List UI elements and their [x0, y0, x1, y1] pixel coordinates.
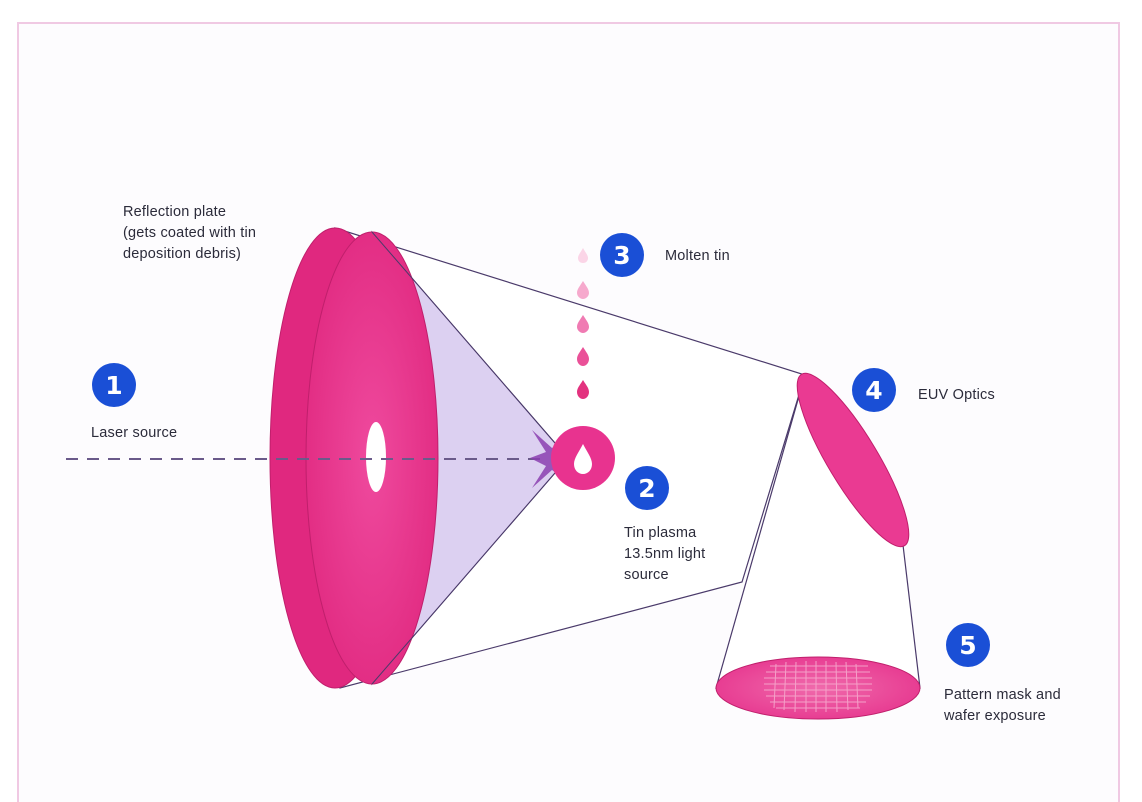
step-5-label: Pattern mask and wafer exposure [944, 687, 1061, 724]
step-1-label: Laser source [91, 425, 178, 441]
pattern-mask-grid [764, 661, 872, 713]
euv-lithography-diagram [66, 227, 921, 720]
tin-drop-in-plasma [574, 444, 592, 474]
step-3-badge: 3 [600, 233, 644, 277]
step-1-badge: 1 [92, 363, 136, 407]
step-3-label: Molten tin [665, 248, 730, 264]
step-2-badge: 2 [625, 466, 669, 510]
step-2-label: Tin plasma 13.5nm light source [624, 525, 706, 583]
step-4-badge: 4 [852, 368, 896, 412]
step-5-badge: 5 [946, 623, 990, 667]
reflection-plate-hole [366, 422, 386, 492]
euv-optics-mirror [796, 372, 910, 548]
molten-tin-droplets [577, 248, 589, 399]
reflection-plate-label: Reflection plate (gets coated with tin d… [123, 204, 257, 262]
step-4-label: EUV Optics [918, 387, 995, 403]
